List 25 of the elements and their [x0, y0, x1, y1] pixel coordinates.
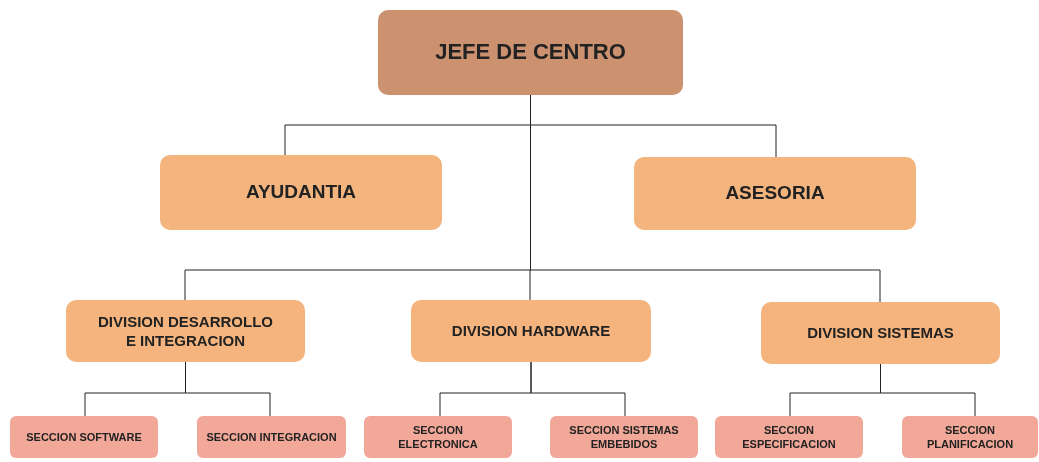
org-box [10, 416, 158, 458]
connector-line [530, 361, 626, 417]
box-label: SECCION INTEGRACION [206, 429, 337, 445]
org-box [550, 416, 698, 458]
box-label: AYUDANTIA [245, 180, 357, 205]
box-label: JEFE DE CENTRO [435, 38, 626, 67]
box-label: DIVISION DESARROLLO E INTEGRACION [97, 311, 274, 351]
org-box [197, 416, 346, 458]
box-label: ASESORIA [725, 181, 825, 206]
box-label: SECCION PLANIFICACION [925, 422, 1015, 452]
box-label: SECCION ELECTRONICA [397, 422, 479, 452]
org-box [902, 416, 1038, 458]
org-box [160, 155, 442, 230]
org-box [411, 300, 651, 362]
org-box [761, 302, 1000, 364]
org-box [715, 416, 863, 458]
box-label: SECCION SOFTWARE [26, 429, 142, 445]
box-label: SECCION SISTEMAS EMBEBIDOS [568, 422, 680, 452]
org-box [634, 157, 916, 230]
box-label: SECCION ESPECIFICACION [741, 422, 837, 452]
org-box [378, 10, 683, 95]
box-label: DIVISION HARDWARE [451, 321, 611, 341]
box-label: DIVISION SISTEMAS [807, 323, 954, 343]
org-box [364, 416, 512, 458]
org-box [66, 300, 305, 362]
